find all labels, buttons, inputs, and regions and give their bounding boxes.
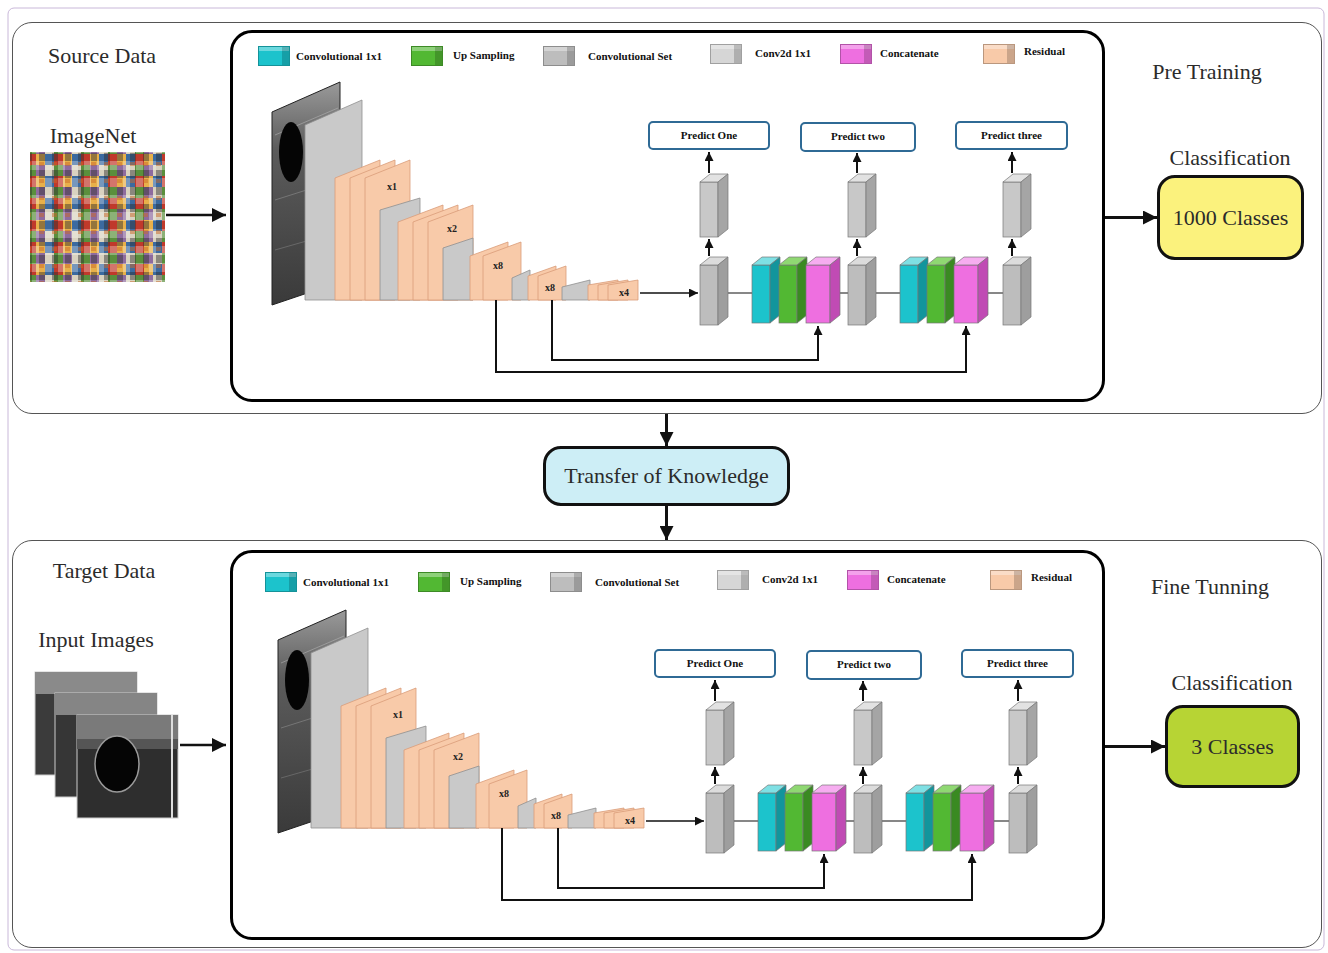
box-label: 1000 Classes — [1173, 205, 1289, 230]
input-ultrasound-stack — [77, 715, 178, 739]
imagenet-mosaic — [30, 152, 165, 282]
legend-swatch — [550, 572, 582, 592]
class-output-box: Classification1000 Classes — [1157, 175, 1304, 260]
legend-text: Concatenate — [880, 47, 939, 60]
legend-text: Residual — [1031, 571, 1072, 584]
layer-multiplier: x1 — [386, 181, 398, 192]
legend-text: Up Sampling — [453, 49, 514, 62]
network-frame: Predict One Predict two Predict three x1 x2 x… — [230, 550, 1105, 940]
heading-label: Input Images — [38, 627, 153, 652]
legend-text: Conv2d 1x1 — [755, 47, 811, 60]
input-arrow — [166, 215, 226, 745]
box-label: Predict two — [837, 658, 891, 671]
legend-swatch — [710, 44, 742, 64]
transfer-box: Transfer of Knowledge — [543, 446, 790, 506]
heading-label: Source Data — [48, 43, 156, 68]
legend-text: Convolutional 1x1 — [303, 576, 389, 589]
layer-multiplier: x8 — [550, 810, 562, 821]
imagenet-mosaic — [30, 152, 165, 282]
network-illustration — [278, 610, 1037, 900]
outer-frame — [8, 8, 1324, 950]
legend-swatch — [847, 570, 879, 590]
layer-multiplier: x4 — [624, 815, 636, 826]
legend-text: Concatenate — [887, 573, 946, 586]
flow-arrow — [1105, 216, 1157, 219]
network-illustration — [272, 82, 1031, 372]
box-label: Predict three — [987, 657, 1048, 670]
box-label: Transfer of Knowledge — [564, 463, 768, 488]
input-ultrasound-stack — [171, 715, 173, 818]
input-arrow — [180, 744, 226, 747]
domain-panel: Predict One Predict two Predict three x1 x2 x… — [12, 540, 1322, 948]
network-frame: Predict One Predict two Predict three x1 x2 x… — [230, 30, 1105, 402]
class-output-box: Classification3 Classes — [1165, 705, 1300, 788]
legend-text: Convolutional Set — [588, 50, 672, 63]
legend-text: Up Sampling — [460, 575, 521, 588]
legend-swatch — [840, 44, 872, 64]
heading-label: Target Data — [53, 558, 156, 583]
flow-arrow — [665, 506, 668, 540]
box-label: Predict two — [831, 130, 885, 143]
heading-label: Classification — [1172, 670, 1293, 695]
legend-text: Convolutional 1x1 — [296, 50, 382, 63]
flow-arrow — [665, 414, 668, 446]
layer-multiplier: x8 — [492, 260, 504, 271]
input-ultrasound-stack — [35, 672, 137, 694]
legend-swatch — [717, 570, 749, 590]
legend-swatch — [543, 46, 575, 66]
prediction-box: Predict two — [800, 122, 916, 152]
heading-label: Pre Training — [1152, 59, 1261, 84]
prediction-box: Predict two — [806, 650, 922, 680]
box-label: Predict One — [687, 657, 743, 670]
layer-multiplier: x8 — [544, 282, 556, 293]
input-ultrasound-stack — [95, 736, 139, 792]
input-arrow — [166, 214, 226, 217]
layer-multiplier: x8 — [498, 788, 510, 799]
legend-swatch — [990, 570, 1022, 590]
legend-text: Convolutional Set — [595, 576, 679, 589]
prediction-box: Predict One — [648, 121, 770, 150]
legend-swatch — [265, 572, 297, 592]
input-ultrasound-stack — [77, 715, 178, 818]
heading-label: Fine Tunning — [1151, 574, 1269, 599]
layer-multiplier: x2 — [446, 223, 458, 234]
legend-text: Residual — [1024, 45, 1065, 58]
box-label: Predict three — [981, 129, 1042, 142]
input-ultrasound-stack — [55, 693, 157, 715]
heading-label: Classification — [1170, 145, 1291, 170]
heading-label: ImageNet — [50, 123, 137, 148]
box-label: 3 Classes — [1191, 734, 1274, 759]
imagenet-mosaic — [30, 152, 165, 282]
prediction-box: Predict three — [955, 121, 1068, 150]
legend-swatch — [983, 44, 1015, 64]
legend-swatch — [258, 46, 290, 66]
legend-text: Conv2d 1x1 — [762, 573, 818, 586]
prediction-box: Predict three — [961, 649, 1074, 678]
box-label: Predict One — [681, 129, 737, 142]
input-ultrasound-stack — [35, 672, 178, 818]
flow-arrow — [1105, 745, 1165, 748]
legend-swatch — [411, 46, 443, 66]
layer-multiplier: x2 — [452, 751, 464, 762]
prediction-box: Predict One — [654, 649, 776, 678]
domain-panel: Predict One Predict two Predict three x1 x2 x… — [12, 22, 1322, 414]
layer-multiplier: x1 — [392, 709, 404, 720]
layer-multiplier: x4 — [618, 287, 630, 298]
legend-swatch — [418, 572, 450, 592]
